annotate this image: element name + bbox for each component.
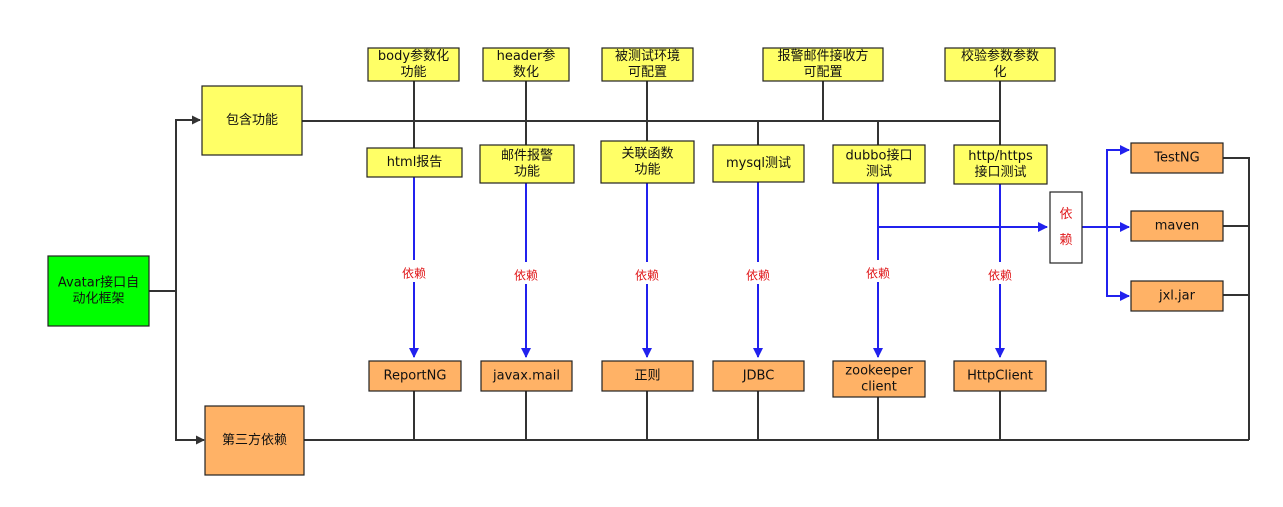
dependency-label-4: 依赖 (746, 268, 770, 283)
dependency-label-5: 依赖 (866, 266, 890, 281)
feature-label: mysql测试 (726, 156, 791, 171)
arrow-to-jxl (1106, 227, 1130, 301)
mid-dependency-box: 依赖 (1049, 191, 1083, 264)
sub-feature-2: header参数化 (482, 47, 570, 82)
connector-root-to-third-party (149, 290, 205, 445)
feature-label: dubbo接口测试 (846, 148, 913, 180)
includes-label: 包含功能 (226, 112, 278, 128)
tool-label: maven (1155, 219, 1200, 234)
dependency-label-6: 依赖 (988, 268, 1012, 283)
tool-1: TestNG (1130, 142, 1224, 174)
sub-feature-label: 校验参数参数化 (961, 48, 1039, 80)
library-2: javax.mail (480, 360, 573, 392)
library-3: 正则 (601, 360, 694, 392)
connector-root-to-includes (149, 115, 201, 292)
library-1: ReportNG (368, 360, 462, 392)
node-root: Avatar接口自动化框架 (47, 255, 150, 327)
library-label: HttpClient (967, 369, 1033, 384)
sub-feature-4: 报警邮件接收方可配置 (762, 47, 884, 82)
third-party-label: 第三方依赖 (222, 432, 287, 448)
sub-feature-5: 校验参数参数化 (944, 47, 1056, 82)
connectors (149, 81, 1250, 445)
feature-label: 关联函数功能 (621, 147, 673, 178)
mid-dependency-label: 依赖 (1059, 207, 1072, 248)
feature-4: mysql测试 (712, 144, 805, 183)
dependency-label-3: 依赖 (635, 268, 659, 283)
feature-label: 邮件报警功能 (501, 148, 553, 180)
tool-label: TestNG (1153, 151, 1199, 166)
library-label: javax.mail (492, 369, 560, 384)
node-third-party: 第三方依赖 (204, 405, 305, 476)
connector-testng (1223, 157, 1250, 440)
library-6: HttpClient (953, 360, 1047, 392)
sub-feature-label: header参数化 (497, 48, 556, 80)
sub-feature-3: 被测试环境可配置 (601, 47, 694, 82)
dependency-label-2: 依赖 (514, 268, 538, 283)
root-label: Avatar接口自动化框架 (58, 275, 139, 307)
sub-feature-label: 被测试环境可配置 (615, 49, 680, 80)
feature-1: html报告 (366, 147, 463, 178)
sub-feature-label: 报警邮件接收方可配置 (777, 48, 868, 80)
feature-3: 关联函数功能 (600, 140, 695, 184)
library-4: JDBC (712, 360, 805, 392)
arrow-to-mid-dep (877, 183, 1048, 232)
node-includes: 包含功能 (201, 85, 303, 156)
sub-feature-label: body参数化功能 (378, 48, 449, 80)
feature-5: dubbo接口测试 (832, 144, 926, 184)
feature-label: html报告 (387, 155, 443, 170)
library-label: ReportNG (384, 369, 447, 384)
tool-label: jxl.jar (1158, 289, 1196, 304)
tool-2: maven (1130, 210, 1224, 242)
library-label: JDBC (742, 369, 775, 384)
feature-2: 邮件报警功能 (479, 144, 575, 184)
dependency-label-1: 依赖 (402, 266, 426, 281)
library-label: 正则 (634, 369, 660, 384)
tool-3: jxl.jar (1130, 280, 1224, 312)
sub-feature-1: body参数化功能 (367, 47, 460, 82)
arrow-to-testng (1082, 145, 1130, 228)
